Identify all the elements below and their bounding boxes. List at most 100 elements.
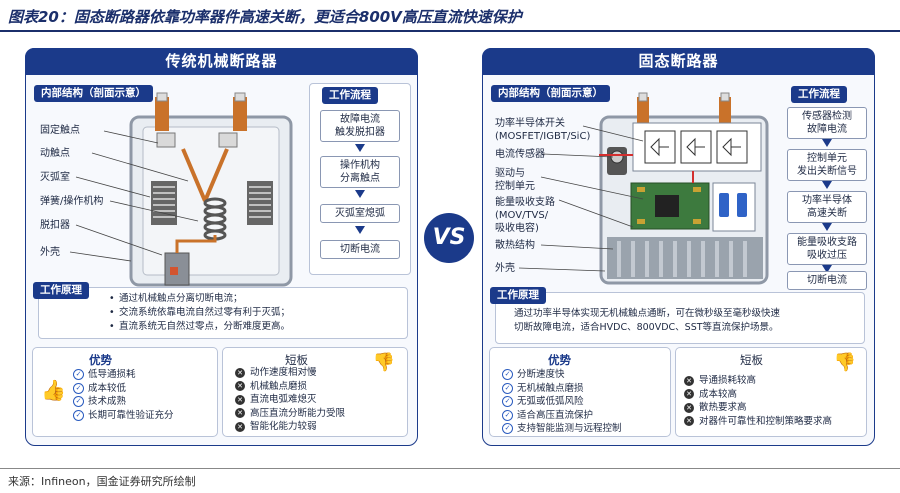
cons-box: 短板 👎 ✕动作速度相对慢 ✕机械触点磨损 ✕直流电弧难熄灭 ✕高压直流分断能力… [222,347,408,437]
principle-line: 通过功率半导体实现无机械触点通断，可在微秒级至毫秒级快速 [514,308,781,319]
principle-line: •交流系统依靠电流自然过零有利于灭弧； [109,307,291,318]
con-item: ✕动作速度相对慢 [235,366,345,380]
flow-step: 功率半导体 高速关断 [787,191,867,223]
label-current-sensor: 电流传感器 [495,149,545,160]
con-item: ✕对器件可靠性和控制策略要求高 [684,415,832,429]
flow-tag: 工作流程 [322,87,378,104]
mechanical-breaker-illustration [129,92,293,287]
check-icon: ✓ [73,369,84,381]
flow-arrow [822,139,832,147]
principle-box: 工作原理 通过功率半导体实现无机械触点通断，可在微秒级至毫秒级快速 切断故障电流… [490,287,865,344]
pro-item: ✓无弧或低弧风险 [502,395,622,409]
flow-step: 能量吸收支路 吸收过压 [787,233,867,265]
flow-step: 操作机构 分离触点 [320,156,400,188]
flow-arrow [822,265,832,273]
check-icon: ✓ [502,382,513,394]
x-icon: ✕ [235,367,245,378]
flow-step: 灭弧室熄弧 [320,204,400,223]
principle-line: •通过机械触点分离切断电流； [109,293,243,304]
flow-step: 传感器检测 故障电流 [787,107,867,139]
x-icon: ✕ [235,394,245,405]
pros-title: 优势 [89,353,112,367]
structure-tag: 内部结构（剖面示意） [34,85,153,102]
check-icon: ✓ [73,409,84,421]
flow-step: 故障电流 触发脱扣器 [320,110,400,142]
pro-item: ✓适合高压直流保护 [502,409,622,423]
flow-column: 工作流程 传感器检测 故障电流 控制单元 发出关断信号 功率半导体 高速关断 能… [785,83,869,290]
x-icon: ✕ [684,375,694,386]
flow-arrow [355,226,365,234]
label-trip-unit: 脱扣器 [40,220,70,231]
principle-tag: 工作原理 [490,287,546,304]
pro-item: ✓技术成熟 [73,395,174,409]
label-driver-control: 驱动与 控制单元 [495,168,535,192]
check-icon: ✓ [502,369,513,381]
source-note: 来源：Infineon，国金证券研究所绘制 [8,475,196,488]
label-energy-absorber: 能量吸收支路 (MOV/TVS/ 吸收电容) [495,197,555,234]
check-icon: ✓ [73,382,84,394]
label-power-switch: 功率半导体开关 (MOSFET/IGBT/SiC) [495,118,591,142]
con-item: ✕机械触点磨损 [235,380,345,394]
solid-state-breaker-illustration [599,92,769,285]
pro-item: ✓长期可靠性验证充分 [73,409,174,423]
label-enclosure: 外壳 [40,247,60,258]
thumbs-up-icon: 👍 [41,378,66,402]
flow-step: 切断电流 [787,271,867,290]
label-spring-mechanism: 弹簧/操作机构 [40,196,104,207]
check-icon: ✓ [502,396,513,408]
x-icon: ✕ [684,402,694,413]
pro-item: ✓支持智能监测与远程控制 [502,422,622,436]
flow-arrow [355,144,365,152]
flow-arrow [355,190,365,198]
con-item: ✕高压直流分断能力受限 [235,407,345,421]
flow-column: 工作流程 故障电流 触发脱扣器 操作机构 分离触点 灭弧室熄弧 切断电流 [309,83,411,275]
check-icon: ✓ [502,409,513,421]
con-item: ✕直流电弧难熄灭 [235,393,345,407]
x-icon: ✕ [235,381,245,392]
principle-tag: 工作原理 [33,282,89,299]
flow-step: 控制单元 发出关断信号 [787,149,867,181]
structure-tag: 内部结构（剖面示意） [491,85,610,102]
panel-header: 传统机械断路器 [25,48,418,75]
vs-badge: VS [424,213,474,263]
x-icon: ✕ [235,408,245,419]
flow-arrow [822,181,832,189]
cons-title: 短板 [285,353,308,367]
con-item: ✕智能化能力较弱 [235,420,345,434]
pro-item: ✓分断速度快 [502,368,622,382]
check-icon: ✓ [502,423,513,435]
x-icon: ✕ [684,416,694,427]
cons-title: 短板 [740,353,763,367]
label-moving-contact: 动触点 [40,148,70,159]
figure-title: 图表20：固态断路器依靠功率器件高速关断，更适合800V高压直流快速保护 [8,8,522,26]
pros-box: 优势 ✓分断速度快 ✓无机械触点磨损 ✓无弧或低弧风险 ✓适合高压直流保护 ✓支… [489,347,671,437]
principle-box: 工作原理 •通过机械触点分离切断电流； •交流系统依靠电流自然过零有利于灭弧； … [33,282,408,339]
mechanical-breaker-panel: 传统机械断路器 内部结构（剖面示意） [25,48,418,446]
pro-item: ✓成本较低 [73,382,174,396]
pro-item: ✓低导通损耗 [73,368,174,382]
pro-item: ✓无机械触点磨损 [502,382,622,396]
x-icon: ✕ [684,389,694,400]
top-rule [0,30,900,32]
thumbs-down-icon: 👎 [372,352,395,373]
leader-lines [69,130,199,262]
x-icon: ✕ [235,421,245,432]
principle-line: 切断故障电流，适合HVDC、800VDC、SST等直流保护场景。 [514,322,779,333]
label-enclosure: 外壳 [495,263,515,274]
check-icon: ✓ [73,396,84,408]
flow-step: 切断电流 [320,240,400,259]
principle-line: •直流系统无自然过零点，分断难度更高。 [109,321,291,332]
label-fixed-contact: 固定触点 [40,125,80,136]
pros-title: 优势 [548,353,571,367]
con-item: ✕散热要求高 [684,401,832,415]
pros-box: 👍 优势 ✓低导通损耗 ✓成本较低 ✓技术成熟 ✓长期可靠性验证充分 [32,347,218,437]
flow-arrow [822,223,832,231]
label-arc-chamber: 灭弧室 [40,172,70,183]
solid-state-breaker-panel: 固态断路器 内部结构（剖面示意） [482,48,875,446]
con-item: ✕成本较高 [684,388,832,402]
panel-header: 固态断路器 [482,48,875,75]
label-heatsink: 散热结构 [495,240,535,251]
cons-box: 短板 👎 ✕导通损耗较高 ✕成本较高 ✕散热要求高 ✕对器件可靠性和控制策略要求… [675,347,867,437]
bottom-rule [0,468,900,469]
thumbs-down-icon: 👎 [833,352,856,373]
